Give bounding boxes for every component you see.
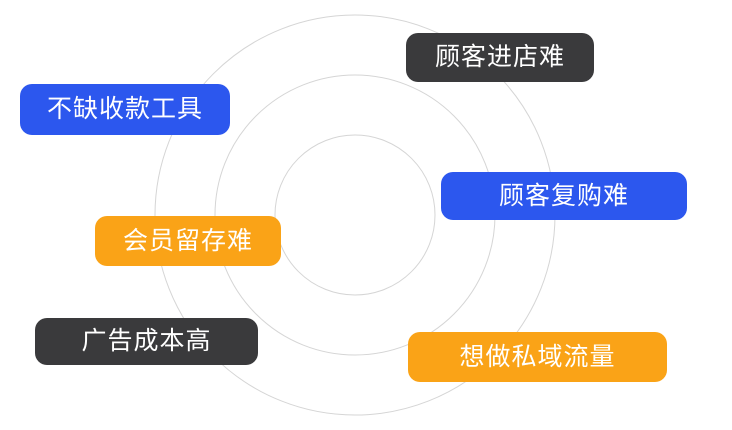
pill-ad-cost: 广告成本高 <box>35 318 258 365</box>
pill-private-traffic: 想做私域流量 <box>408 332 667 382</box>
pill-payment-tools: 不缺收款工具 <box>20 84 230 135</box>
inner-circle <box>274 134 436 296</box>
pill-customer-repurchase: 顾客复购难 <box>441 172 687 220</box>
pill-customer-entry: 顾客进店难 <box>406 33 594 82</box>
pill-member-retention: 会员留存难 <box>95 216 281 266</box>
